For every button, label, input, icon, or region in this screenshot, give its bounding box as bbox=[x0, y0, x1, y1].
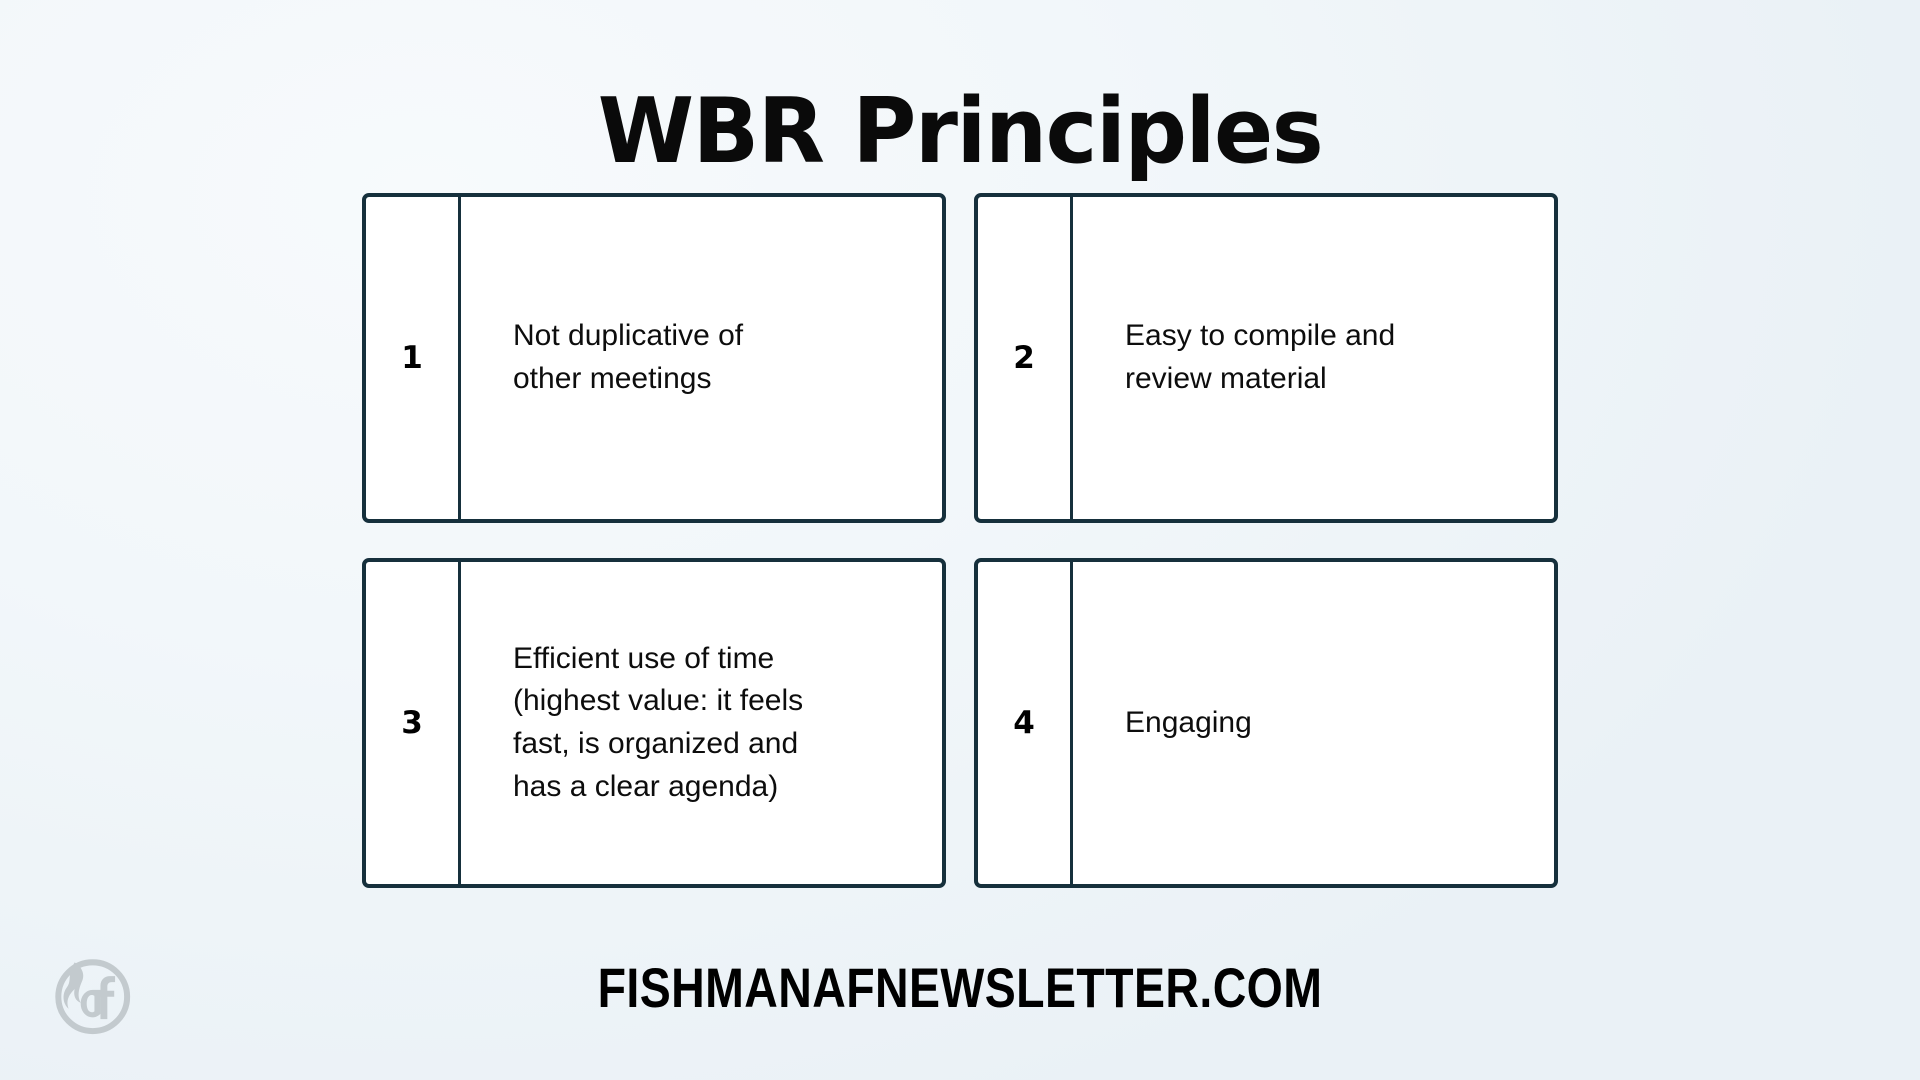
card-number: 4 bbox=[1013, 705, 1035, 741]
card-body: Easy to compile and review material bbox=[1073, 197, 1554, 519]
principle-card-1: 1 Not duplicative of other meetings bbox=[362, 193, 946, 523]
card-number: 2 bbox=[1013, 340, 1035, 376]
card-number: 1 bbox=[401, 340, 423, 376]
card-number-column: 2 bbox=[978, 197, 1073, 519]
card-number: 3 bbox=[401, 705, 423, 741]
principles-grid: 1 Not duplicative of other meetings 2 Ea… bbox=[362, 193, 1558, 888]
flame-df-monogram-logo-icon bbox=[48, 952, 134, 1038]
card-text: Efficient use of time (highest value: it… bbox=[513, 641, 804, 803]
principle-card-2: 2 Easy to compile and review material bbox=[974, 193, 1558, 523]
page-title: WBR Principles bbox=[597, 79, 1324, 185]
footer-website-url: FISHMANAFNEWSLETTER.COM bbox=[597, 956, 1323, 1019]
card-text: Not duplicative of other meetings bbox=[513, 319, 744, 395]
card-body: Not duplicative of other meetings bbox=[461, 197, 942, 519]
card-text: Engaging bbox=[1125, 705, 1252, 739]
card-body: Efficient use of time (highest value: it… bbox=[461, 562, 942, 884]
card-number-column: 4 bbox=[978, 562, 1073, 884]
card-number-column: 3 bbox=[366, 562, 461, 884]
principle-card-4: 4 Engaging bbox=[974, 558, 1558, 888]
card-text: Easy to compile and review material bbox=[1125, 319, 1396, 395]
card-body: Engaging bbox=[1073, 562, 1554, 884]
principle-card-3: 3 Efficient use of time (highest value: … bbox=[362, 558, 946, 888]
card-number-column: 1 bbox=[366, 197, 461, 519]
